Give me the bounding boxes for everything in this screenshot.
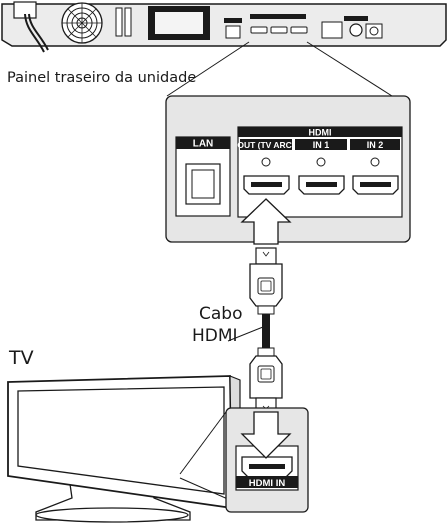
mini-hdmi-ports — [250, 14, 308, 34]
tv-hdmi-panel: HDMI IN — [225, 407, 309, 513]
cable-label-line-2: HDMI — [192, 326, 238, 346]
power-cord — [13, 1, 49, 53]
lan-port: LAN — [175, 136, 231, 217]
tv-label: TV — [9, 347, 34, 369]
fan-grille — [61, 2, 103, 44]
port-label-in2: IN 2 — [367, 140, 384, 150]
hdmi-cable — [249, 247, 283, 413]
tv-port-label: HDMI IN — [249, 478, 286, 489]
cable-label-line-1: Cabo — [199, 304, 243, 324]
vent-slots — [115, 7, 132, 37]
lan-label: LAN — [193, 139, 214, 150]
unit-rear-panel — [1, 1, 447, 53]
panel-caption: Painel traseiro da unidade — [7, 70, 197, 86]
arrow-down-icon — [240, 411, 292, 459]
tv-illustration — [7, 375, 241, 523]
enlarged-panel: LAN HDMI OUT (TV ARC) IN 1 IN 2 — [165, 95, 411, 243]
hdmi-socket-in2 — [352, 175, 399, 195]
hdmi-header: HDMI — [309, 128, 332, 138]
zoom-lines — [166, 41, 393, 97]
port-label-out: OUT (TV ARC) — [237, 140, 294, 150]
tv-zoom-lines — [179, 411, 231, 501]
arrow-up-icon — [240, 198, 292, 245]
mini-lan-port — [224, 18, 242, 39]
hdmi-socket-in1 — [298, 175, 345, 195]
cable-label-leader — [227, 326, 264, 342]
port-label-in1: IN 1 — [313, 140, 330, 150]
hdmi-port-group: HDMI OUT (TV ARC) IN 1 IN 2 — [237, 126, 403, 218]
mini-audio-ports — [321, 16, 383, 39]
hdmi-socket-out — [243, 175, 290, 195]
